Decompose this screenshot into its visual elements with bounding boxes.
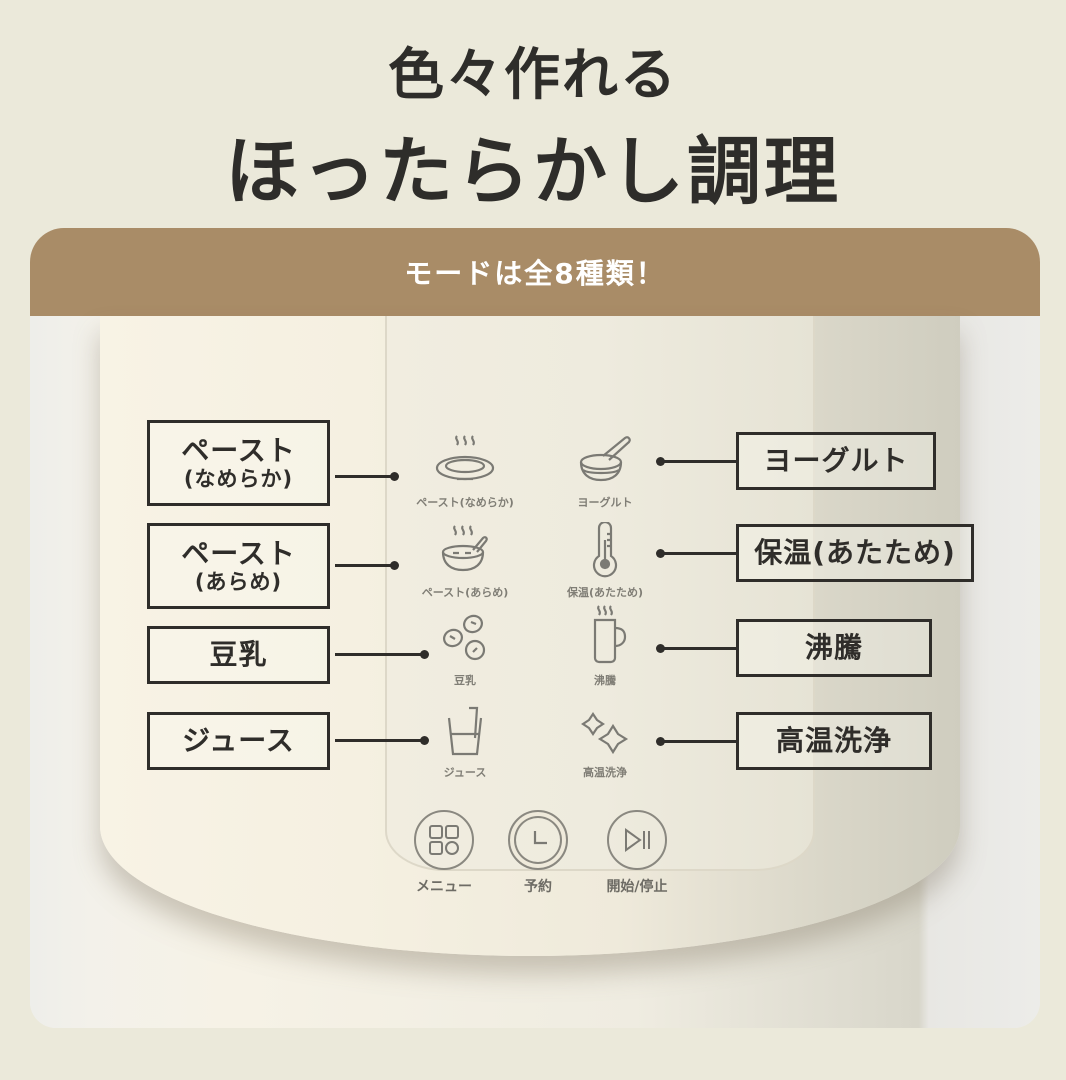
mode-yogurt: ヨーグルト <box>545 432 665 510</box>
glass-straw-icon <box>447 706 483 756</box>
label-juice: ジュース <box>147 712 330 770</box>
label-main: ペースト <box>181 536 296 570</box>
label-paste-smooth: ペースト (なめらか) <box>147 420 330 506</box>
mode-high-temp-clean: 高温洗浄 <box>560 708 650 780</box>
label-paste-coarse: ペースト (あらめ) <box>147 523 330 609</box>
headline-line-1: 色々作れる <box>388 43 678 108</box>
control-label: 予約 <box>524 879 552 895</box>
label-sub: (なめらか) <box>183 467 294 492</box>
connector-line <box>656 737 736 746</box>
connector-line <box>335 561 399 570</box>
connector-line <box>335 650 429 659</box>
sparkles-icon <box>581 712 629 755</box>
label-yogurt: ヨーグルト <box>736 432 936 490</box>
mode-keep-warm: 保温(あたため) <box>545 522 665 600</box>
steaming-bowl-spoon-icon <box>441 525 488 572</box>
connector-line <box>656 457 736 466</box>
steaming-plate-icon <box>435 435 495 481</box>
mode-caption: 高温洗浄 <box>583 766 627 779</box>
timer-button[interactable]: 予約 <box>498 810 578 896</box>
connector-line <box>335 472 399 481</box>
menu-button[interactable]: メニュー <box>404 810 484 896</box>
connector-line <box>335 736 429 745</box>
label-soy-milk: 豆乳 <box>147 626 330 684</box>
mode-count-banner: モードは全8種類！ <box>30 228 1040 316</box>
label-boil: 沸騰 <box>736 619 932 677</box>
label-sub: (あらめ) <box>194 570 283 595</box>
thermometer-icon <box>592 522 618 578</box>
control-label: メニュー <box>416 879 472 895</box>
headline-line-2: ほったらかし調理 <box>225 129 841 215</box>
mode-paste-coarse: ペースト(あらめ) <box>400 522 530 600</box>
connector-line <box>656 549 736 558</box>
label-keep-warm: 保温(あたため) <box>736 524 974 582</box>
label-main: ペースト <box>181 433 296 467</box>
start-stop-button[interactable]: 開始/停止 <box>592 810 682 896</box>
label-main: 豆乳 <box>209 637 268 671</box>
play-pause-icon <box>625 828 650 852</box>
mode-caption: ペースト(なめらか) <box>416 496 514 509</box>
mode-caption: 豆乳 <box>454 674 476 687</box>
mode-juice: ジュース <box>420 704 510 780</box>
mode-paste-smooth: ペースト(なめらか) <box>400 432 530 510</box>
steaming-pitcher-icon <box>593 605 627 664</box>
connector-line <box>656 644 736 653</box>
label-main: 沸騰 <box>804 630 863 664</box>
mode-soy-milk: 豆乳 <box>420 612 510 688</box>
label-high-temp-clean: 高温洗浄 <box>736 712 932 770</box>
clock-icon <box>533 831 547 845</box>
menu-grid-icon <box>429 825 459 855</box>
label-main: 高温洗浄 <box>775 723 892 757</box>
mode-caption: ヨーグルト <box>577 496 633 509</box>
control-label: 開始/停止 <box>606 879 668 895</box>
soybeans-icon <box>443 614 486 661</box>
mode-caption: ペースト(あらめ) <box>421 586 509 599</box>
mode-caption: 保温(あたため) <box>566 586 644 599</box>
label-main: ヨーグルト <box>763 443 909 477</box>
mode-caption: 沸騰 <box>594 674 616 687</box>
mode-caption: ジュース <box>443 766 487 779</box>
control-panel <box>385 316 815 871</box>
label-main: 保温(あたため) <box>754 535 956 569</box>
mode-boil: 沸騰 <box>560 604 650 688</box>
label-main: ジュース <box>182 723 295 757</box>
yogurt-bowl-spoon-icon <box>579 436 631 482</box>
